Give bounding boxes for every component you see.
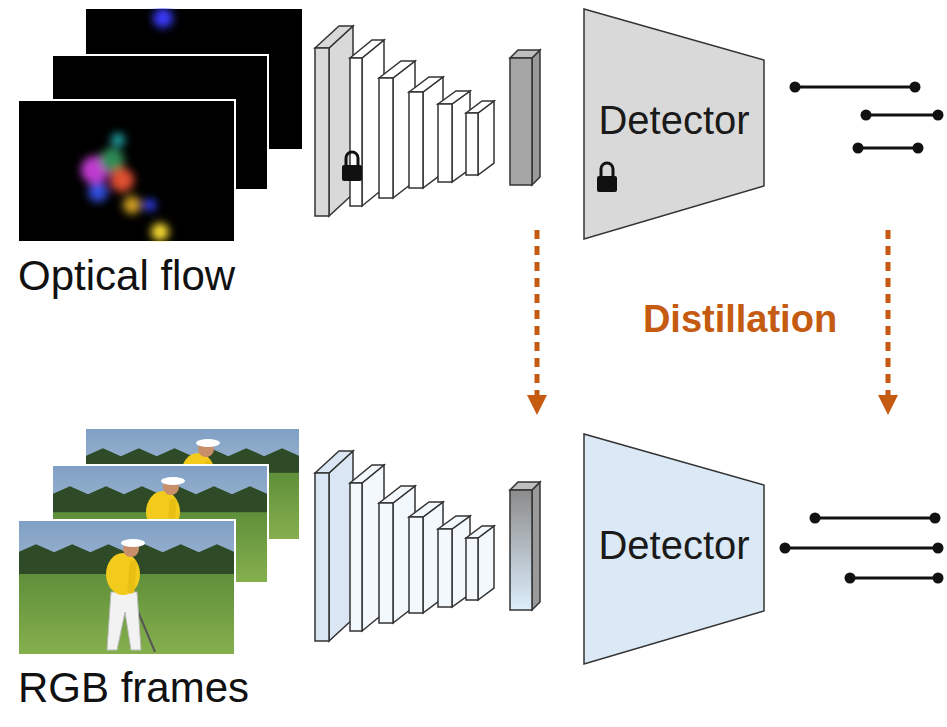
conv-layer xyxy=(438,516,470,607)
block-title: Detector xyxy=(598,523,749,568)
lock-icon xyxy=(342,152,362,181)
flow-blob xyxy=(110,168,134,192)
conv-layer xyxy=(466,101,494,175)
input-caption: Optical flow xyxy=(18,252,235,300)
golfer-legs xyxy=(107,592,141,650)
detected-segment xyxy=(790,82,921,93)
detected-segment xyxy=(853,143,924,154)
flow-blob xyxy=(144,199,156,211)
distillation-arrow xyxy=(535,230,540,405)
lock-icon xyxy=(597,163,617,192)
flow-blob xyxy=(123,196,141,214)
detected-segment xyxy=(861,110,944,121)
flow-blob xyxy=(151,223,169,241)
detector-block: Detector xyxy=(583,8,765,240)
method-label: Distillation xyxy=(643,298,837,341)
detected-segment xyxy=(810,513,941,524)
golfer-cap xyxy=(161,477,185,485)
distillation-arrow xyxy=(886,230,891,405)
cnn-backbone xyxy=(315,451,494,641)
flow-blob xyxy=(153,8,173,28)
optical-flow-frame xyxy=(18,100,235,242)
detected-segment xyxy=(780,543,944,554)
rgb-frame xyxy=(18,520,235,655)
golfer-cap xyxy=(121,539,145,547)
feature-vector xyxy=(510,482,540,610)
input-caption: RGB frames xyxy=(18,664,249,712)
detected-segment xyxy=(845,573,944,584)
conv-layer xyxy=(315,451,353,641)
flow-blob xyxy=(111,133,125,147)
cnn-backbone xyxy=(315,26,494,216)
detector-block: Detector xyxy=(583,433,765,665)
golfer-cap xyxy=(196,439,220,447)
feature-vector xyxy=(510,50,540,185)
golfer-shirt xyxy=(106,553,140,595)
conv-layer xyxy=(438,91,470,182)
conv-layer xyxy=(315,26,353,216)
flow-blob xyxy=(88,182,108,202)
block-title: Detector xyxy=(598,98,749,143)
conv-layer xyxy=(466,526,494,600)
golfer-arms xyxy=(131,564,133,590)
